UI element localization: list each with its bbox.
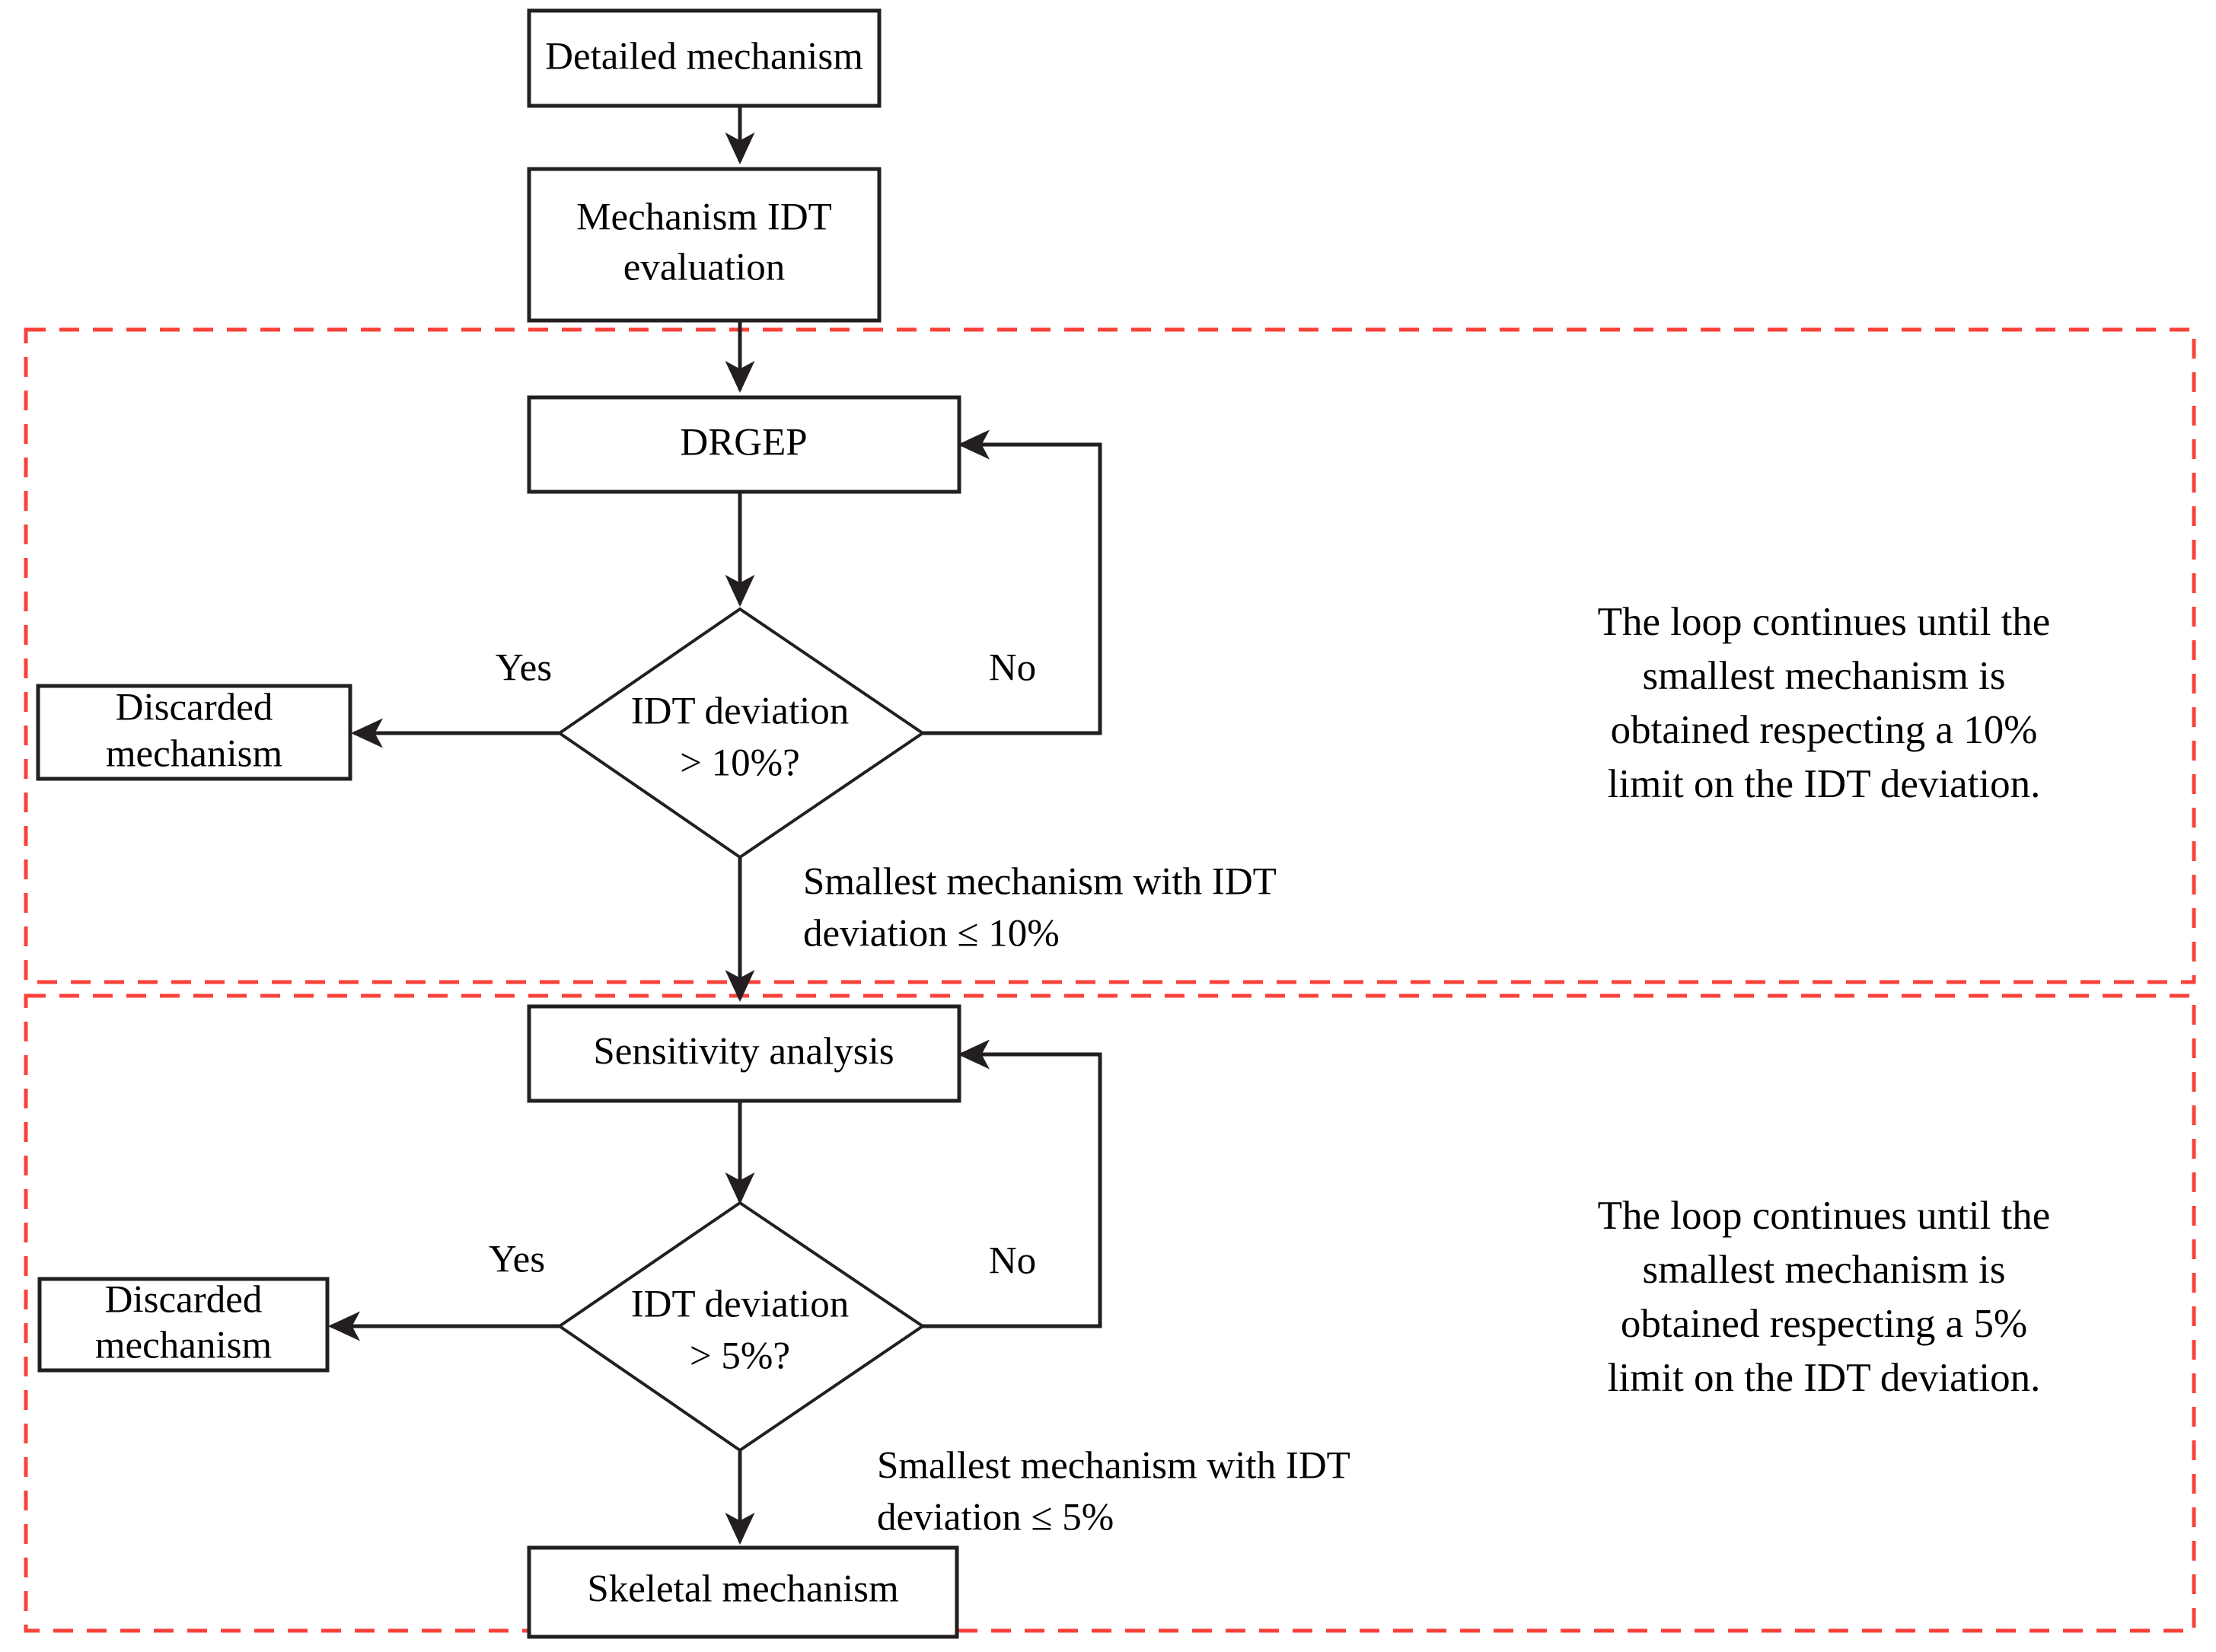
- node-sensitivity-analysis-label: Sensitivity analysis: [593, 1031, 894, 1073]
- annotation-loop-5-line4: limit on the IDT deviation.: [1608, 1356, 2041, 1400]
- node-mechanism-idt-evaluation-label-line2: evaluation: [623, 247, 785, 289]
- region-drgep-loop: [24, 327, 2196, 984]
- node-decision-idt-deviation-10[interactable]: [556, 607, 926, 859]
- node-discarded-mechanism-2-label-line1: Discarded: [105, 1279, 263, 1322]
- connector-decision1-no-loop: [923, 429, 1102, 735]
- node-decision-idt-deviation-10-label-line1: IDT deviation: [631, 690, 850, 733]
- node-discarded-mechanism-1-label-line1: Discarded: [116, 687, 273, 729]
- node-decision-idt-deviation-5-label-line1: IDT deviation: [631, 1284, 850, 1326]
- node-decision-idt-deviation-5-label-line2: > 5%?: [690, 1335, 790, 1378]
- node-drgep-label: DRGEP: [680, 422, 807, 464]
- edge-label-no-1: No: [989, 647, 1036, 690]
- edge-label-yes-1: Yes: [496, 647, 552, 690]
- edge-label-pass-threshold-10-line1: Smallest mechanism with IDT: [803, 861, 1277, 904]
- annotation-loop-10-line3: obtained respecting a 10%: [1611, 708, 2038, 752]
- node-discarded-mechanism-2-label-line2: mechanism: [95, 1325, 272, 1367]
- node-discarded-mechanism-2[interactable]: [37, 1277, 330, 1373]
- edge-label-pass-threshold-10-line2: deviation ≤ 10%: [803, 913, 1060, 955]
- annotation-loop-10-line1: The loop continues until the: [1598, 600, 2051, 644]
- edge-label-no-2: No: [989, 1240, 1036, 1283]
- annotation-loop-10-line4: limit on the IDT deviation.: [1608, 762, 2041, 806]
- connector-decision2-no-loop: [923, 1039, 1102, 1328]
- node-decision-idt-deviation-10-label-line2: > 10%?: [680, 742, 800, 785]
- node-detailed-mechanism-label: Detailed mechanism: [545, 36, 863, 78]
- node-decision-idt-deviation-5[interactable]: [556, 1201, 926, 1453]
- node-skeletal-mechanism-label: Skeletal mechanism: [587, 1568, 898, 1611]
- region-sensitivity-loop: [24, 993, 2196, 1633]
- node-sensitivity-analysis[interactable]: [527, 1004, 961, 1103]
- annotation-loop-10-line2: smallest mechanism is: [1643, 654, 2006, 698]
- node-mechanism-idt-evaluation[interactable]: [527, 167, 882, 323]
- node-detailed-mechanism[interactable]: [527, 8, 882, 108]
- node-discarded-mechanism-1[interactable]: [36, 684, 352, 781]
- node-discarded-mechanism-1-label-line2: mechanism: [106, 733, 282, 776]
- node-skeletal-mechanism[interactable]: [527, 1545, 959, 1639]
- edge-label-pass-threshold-5-line1: Smallest mechanism with IDT: [877, 1445, 1350, 1488]
- annotation-loop-5-line3: obtained respecting a 5%: [1621, 1302, 2027, 1346]
- edge-label-pass-threshold-5-line2: deviation ≤ 5%: [877, 1497, 1114, 1539]
- edge-label-yes-2: Yes: [489, 1239, 545, 1281]
- annotation-loop-5-line1: The loop continues until the: [1598, 1194, 2051, 1238]
- annotation-loop-5-line2: smallest mechanism is: [1643, 1248, 2006, 1292]
- node-mechanism-idt-evaluation-label-line1: Mechanism IDT: [576, 196, 832, 239]
- node-drgep[interactable]: [527, 395, 961, 494]
